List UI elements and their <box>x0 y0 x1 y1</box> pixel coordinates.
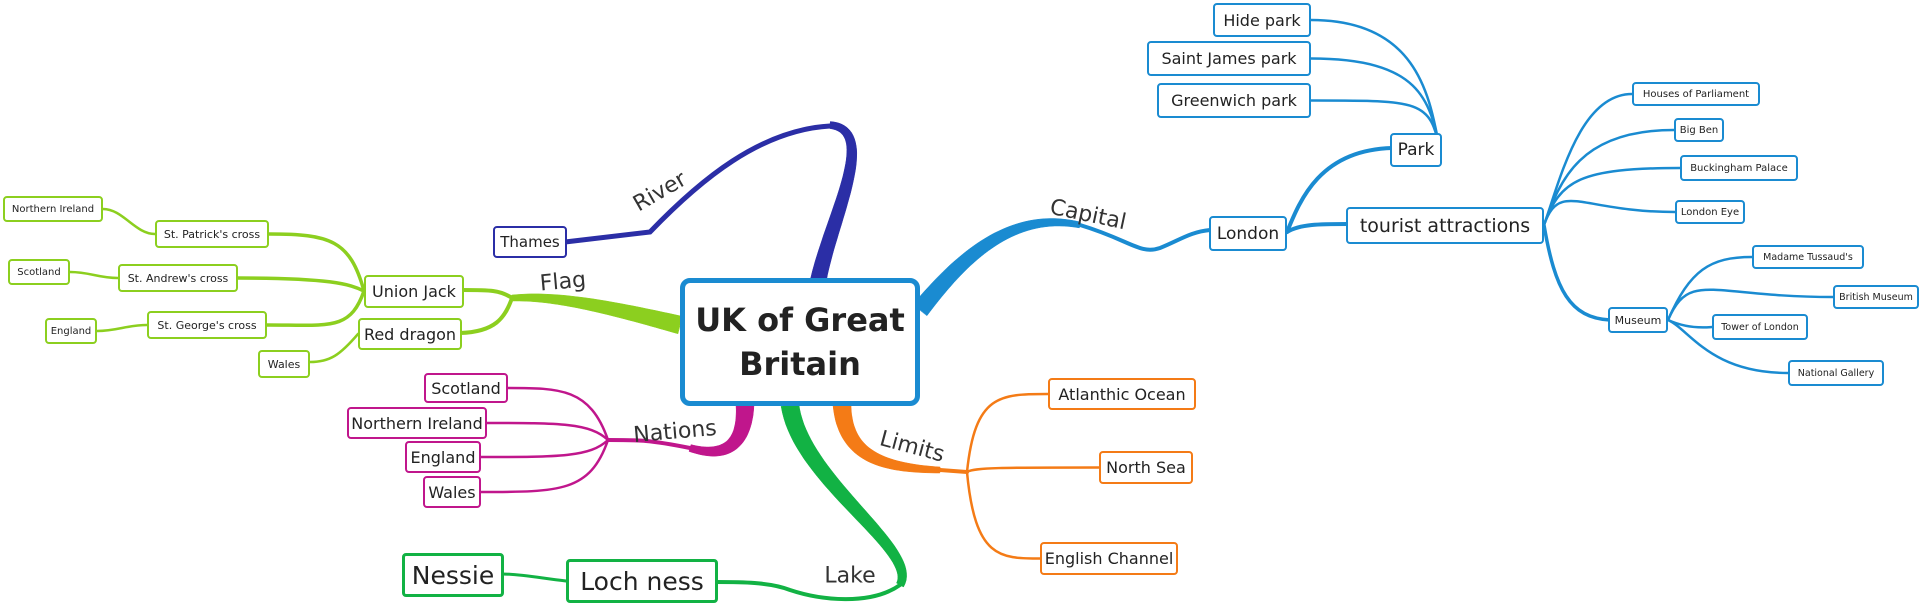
park-child-line-0 <box>1309 18 1442 152</box>
red-dragon-node[interactable]: Red dragon <box>358 318 462 350</box>
capital-branch-line <box>1078 223 1212 252</box>
cross-line-1 <box>236 276 366 293</box>
central-topic-line-2: Britain <box>739 345 861 383</box>
union-jack-line <box>460 288 514 300</box>
limits-child-0[interactable]: Atlanthic Ocean <box>1048 378 1196 410</box>
museum-child-1[interactable]: British Museum <box>1833 285 1919 309</box>
union-jack-node[interactable]: Union Jack <box>364 275 464 308</box>
museum-child-3[interactable]: National Gallery <box>1788 360 1884 386</box>
tourist-child-3[interactable]: London Eye <box>1675 200 1745 224</box>
limits-child-line-0 <box>965 392 1050 474</box>
nation-node-0[interactable]: Scotland <box>424 373 508 403</box>
tourist-child-0[interactable]: Houses of Parliament <box>1632 82 1760 106</box>
nation-line-0 <box>506 386 610 442</box>
tourist-child-2[interactable]: Buckingham Palace <box>1680 155 1798 181</box>
cross-nation-2[interactable]: England <box>45 318 97 344</box>
cross-nation-line-1 <box>68 270 120 280</box>
park-node[interactable]: Park <box>1390 133 1442 167</box>
wales-flag-line <box>308 332 360 364</box>
nation-node-3[interactable]: Wales <box>423 476 481 508</box>
nation-line-2 <box>479 438 610 459</box>
cross-node-2[interactable]: St. George's cross <box>147 311 267 339</box>
nation-node-2[interactable]: England <box>405 441 481 473</box>
red-dragon-line <box>458 296 514 335</box>
london-node[interactable]: London <box>1209 216 1287 251</box>
thames-node[interactable]: Thames <box>493 226 567 258</box>
cross-line-2 <box>265 289 366 328</box>
capital-branch <box>912 218 1081 316</box>
river-branch <box>809 121 858 284</box>
cross-node-1[interactable]: St. Andrew's cross <box>118 264 238 292</box>
park-child-2[interactable]: Greenwich park <box>1157 83 1311 118</box>
limits-child-line-1 <box>965 466 1101 474</box>
limits-branch-line <box>938 468 969 474</box>
limits-child-line-2 <box>965 470 1042 560</box>
limits-child-2[interactable]: English Channel <box>1040 542 1178 575</box>
park-child-1[interactable]: Saint James park <box>1147 41 1311 76</box>
limits-branch <box>832 404 941 474</box>
lake-label: Lake <box>824 563 876 589</box>
tourist-attractions-node[interactable]: tourist attractions <box>1346 207 1544 244</box>
cross-nation-1[interactable]: Scotland <box>8 259 70 285</box>
lake-branch-line <box>714 580 902 602</box>
museum-child-2[interactable]: Tower of London <box>1712 314 1808 340</box>
museum-child-line-1 <box>1666 288 1835 322</box>
cross-nation-line-0 <box>101 207 157 236</box>
museum-child-line-3 <box>1666 318 1790 375</box>
central-topic[interactable]: UK of Great Britain <box>680 278 920 406</box>
central-topic-line-1: UK of Great <box>695 301 905 339</box>
limits-child-1[interactable]: North Sea <box>1099 451 1193 484</box>
london-park-line <box>1285 146 1394 234</box>
museum-node[interactable]: Museum <box>1608 307 1668 333</box>
museum-child-0[interactable]: Madame Tussaud's <box>1752 245 1864 269</box>
nations-branch <box>688 404 755 457</box>
cross-nation-line-2 <box>95 323 149 333</box>
cross-node-0[interactable]: St. Patrick's cross <box>155 220 269 248</box>
tourist-museum-line <box>1542 223 1612 322</box>
tourist-child-line-3 <box>1542 199 1677 227</box>
lake-branch <box>780 403 907 588</box>
flag-branch <box>511 293 683 335</box>
nessie-node[interactable]: Nessie <box>402 553 504 597</box>
park-child-0[interactable]: Hide park <box>1213 3 1311 37</box>
cross-nation-0[interactable]: Northern Ireland <box>3 196 103 222</box>
flag-label: Flag <box>538 267 588 297</box>
london-tourist-line <box>1285 222 1350 234</box>
nessie-line <box>500 572 568 583</box>
nation-node-1[interactable]: Northern Ireland <box>347 407 487 439</box>
loch-ness-node[interactable]: Loch ness <box>566 559 718 603</box>
nations-branch-line <box>606 438 692 450</box>
nation-line-3 <box>479 438 610 494</box>
tourist-child-line-2 <box>1542 166 1682 227</box>
tourist-child-1[interactable]: Big Ben <box>1674 118 1724 142</box>
cross-line-0 <box>267 232 366 293</box>
wales-flag-node[interactable]: Wales <box>258 350 310 378</box>
nation-line-1 <box>485 421 610 442</box>
river-branch-line <box>562 123 833 245</box>
